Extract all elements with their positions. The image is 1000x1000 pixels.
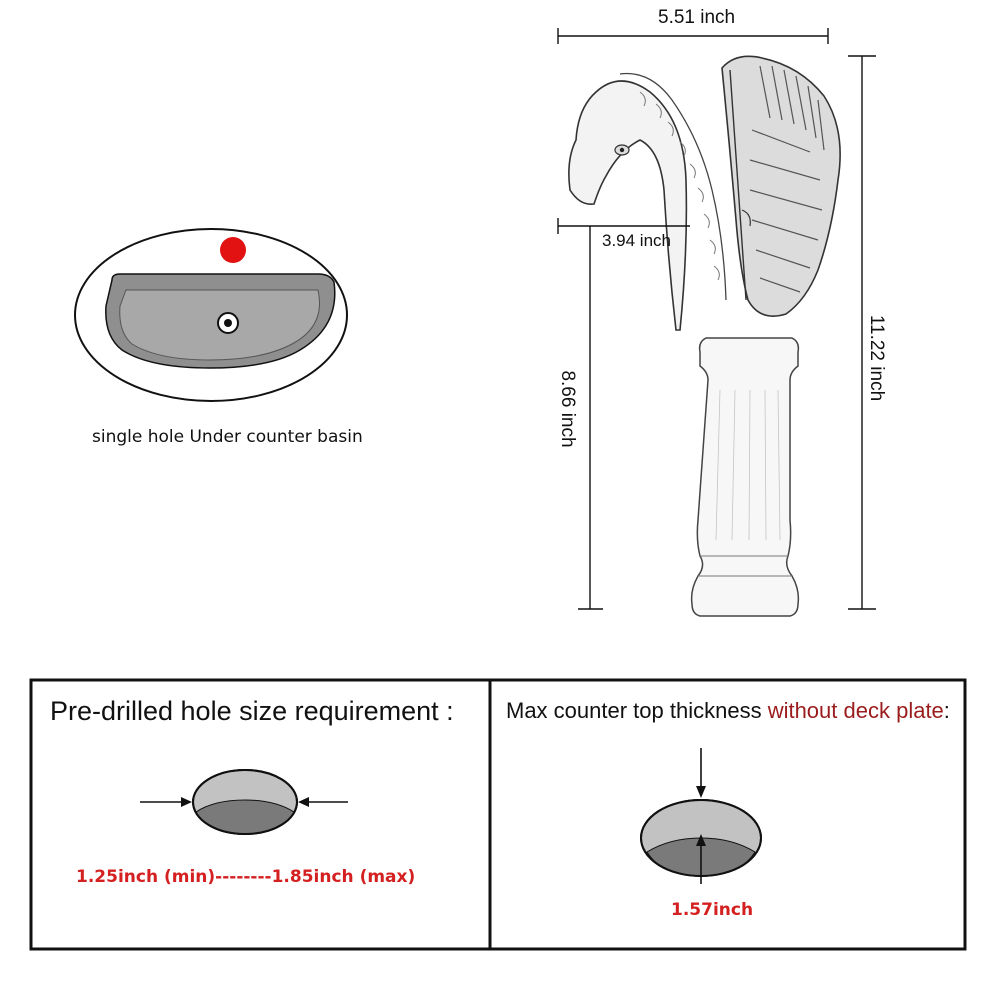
swan-wing — [721, 55, 841, 317]
faucet-hole-marker — [220, 237, 246, 263]
panels-frame — [29, 678, 967, 951]
hole-size-range: 1.25inch (min)--------1.85inch (max) — [76, 867, 416, 887]
basin-caption: single hole Under counter basin — [92, 427, 363, 447]
thickness-illustration — [640, 748, 762, 884]
spout-reach-label: 3.94 inch — [602, 231, 671, 250]
thickness-title-red: without deck plate — [767, 698, 944, 723]
hole-size-title: Pre-drilled hole size requirement : — [50, 696, 454, 726]
thickness-title: Max counter top thickness without deck p… — [506, 698, 950, 724]
drain-center — [224, 319, 232, 327]
faucet-base — [690, 337, 800, 617]
thickness-value: 1.57inch — [671, 900, 754, 920]
thickness-title-main: Max counter top thickness — [506, 698, 768, 723]
thickness-title-end: : — [943, 698, 950, 723]
hole-size-illustration — [140, 769, 348, 835]
swan-neck — [568, 80, 688, 331]
width-label: 5.51 inch — [658, 7, 736, 28]
